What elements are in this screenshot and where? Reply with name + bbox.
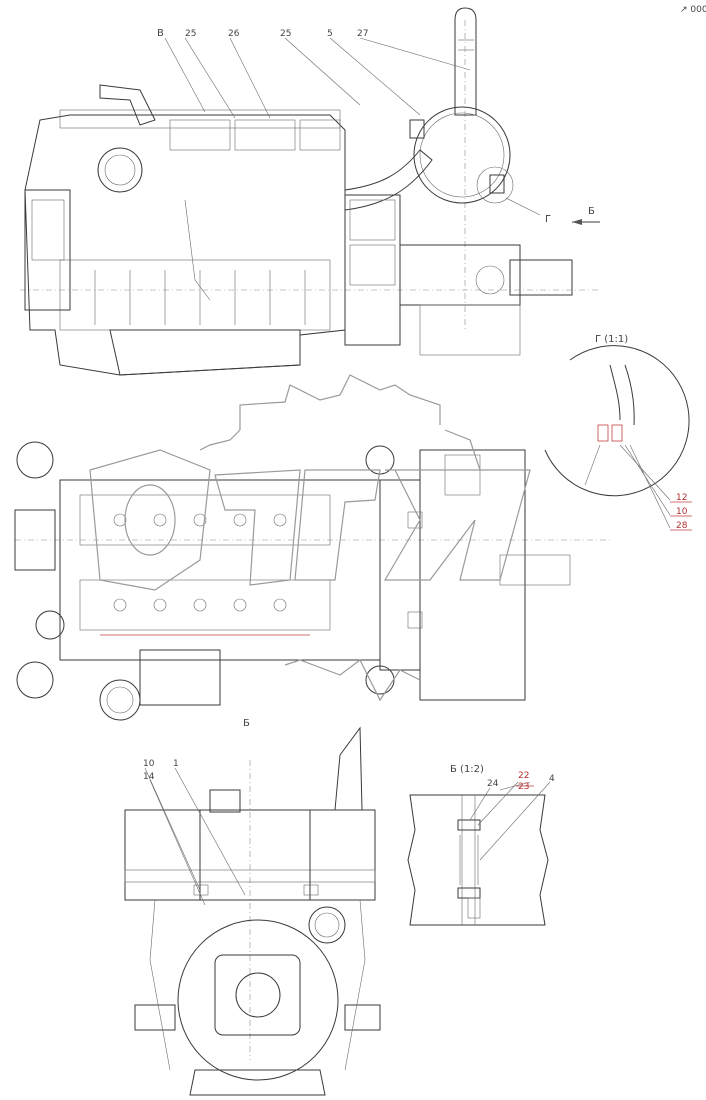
callout-top-2: 26 <box>228 29 240 39</box>
engine-front-view <box>124 726 381 1096</box>
arrow-b-label: Б <box>588 206 595 217</box>
callout-top-4: 5 <box>327 29 333 39</box>
callout-b-2: 22 <box>518 771 529 781</box>
front-view-label: Б <box>243 718 250 729</box>
section-b-title: Б (1:2) <box>450 764 484 775</box>
callout-b-4: 4 <box>549 774 555 784</box>
callout-g-3: 28 <box>676 521 688 531</box>
section-b-detail <box>407 781 551 926</box>
view-label-v: В <box>157 28 164 39</box>
arrow-g-label: Г <box>545 214 551 225</box>
callout-top-3: 25 <box>280 29 291 39</box>
callout-top-5: 27 <box>357 29 368 39</box>
callout-front-2: 14 <box>143 772 155 782</box>
callout-b-3: 23 <box>518 782 529 792</box>
corner-mark: ↗ 000 <box>680 5 706 15</box>
callout-b-1: 24 <box>487 779 499 789</box>
callout-top-1: 25 <box>185 29 196 39</box>
engine-side-view <box>20 7 600 376</box>
callout-front-3: 1 <box>173 759 179 769</box>
callout-g-2: 10 <box>676 507 688 517</box>
callout-g-1: 12 <box>676 493 687 503</box>
watermark-gear-logo <box>89 374 531 702</box>
callout-front-1: 10 <box>143 759 155 769</box>
section-g-detail <box>544 345 692 531</box>
section-g-title: Г (1:1) <box>595 334 628 345</box>
